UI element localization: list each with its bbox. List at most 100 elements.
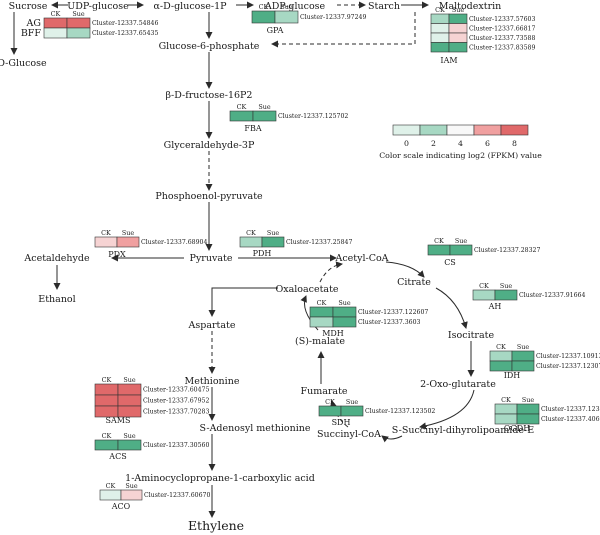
heatmap-header-ck: CK: [317, 299, 327, 307]
heatmap-cell-sue: [449, 244, 473, 256]
legend-tick: 2: [431, 139, 436, 148]
enzyme-name: OGDH: [504, 424, 530, 433]
heatmap-cell-ck: [494, 403, 518, 415]
node-ethylene: Ethylene: [188, 518, 244, 533]
cluster-id: Cluster-12337.3603: [358, 319, 421, 326]
node-acetaldehyde: Acetaldehyde: [23, 253, 90, 264]
heatmap-cell-sue: [448, 32, 468, 43]
heatmap-header-ck: CK: [237, 103, 247, 111]
legend-tick: 8: [512, 139, 517, 148]
node-s-adenosyl-methionine: S-Adenosyl methionine: [200, 423, 311, 434]
legend-swatch: [446, 124, 475, 136]
heatmap-cell-ck: [94, 394, 119, 407]
arrow-starch-g6p: [271, 12, 416, 48]
node-pyruvate: Pyruvate: [190, 253, 233, 264]
heatmap-header-sue: Sue: [123, 432, 135, 440]
node-s-succinyl-dihyrolipoamide-e: S-Succinyl-dihyrolipoamide-E: [392, 425, 534, 436]
heatmap-header-sue: Sue: [125, 482, 137, 490]
heatmap-header-sue: Sue: [280, 3, 292, 11]
heatmap-cell-ck: [472, 289, 496, 301]
cluster-id: Cluster-12337.40691: [541, 416, 600, 423]
node-sucrose: Sucrose: [9, 1, 48, 12]
arrow-oxoglutarate-ssuccinyl: [419, 389, 475, 430]
heatmap-cell-sue: [117, 439, 142, 451]
enzyme-row-label: BFF: [21, 28, 42, 39]
node-phosphoenol-pyruvate: Phosphoenol-pyruvate: [155, 191, 263, 202]
heatmap-cell-ck: [430, 13, 450, 24]
legend-swatch: [392, 124, 421, 136]
heatmap-cell-sue: [516, 403, 540, 415]
arrow-ssuccinyl-succinylcoa: [381, 435, 403, 443]
heatmap-cell-ck: [427, 244, 451, 256]
heatmap-cell-sue: [66, 17, 91, 29]
node-b-d-fructose-16p2: β-D-fructose-16P2: [166, 90, 253, 101]
cluster-id: Cluster-12337.25847: [286, 239, 352, 246]
enzyme-name: PDX: [108, 250, 126, 259]
node-citrate: Citrate: [397, 277, 431, 288]
cluster-id: Cluster-12337.65435: [92, 30, 158, 37]
node-acetyl-coa: Acetyl-CoA: [334, 253, 388, 264]
heatmap-header-ck: CK: [106, 482, 116, 490]
heatmap-header-ck: CK: [434, 237, 444, 245]
cluster-id: Cluster-12337.97249: [300, 14, 366, 21]
heatmap-cell-sue: [448, 23, 468, 34]
legend-swatch: [473, 124, 502, 136]
heatmap-header-sue: Sue: [500, 282, 512, 290]
enzyme-name: MDH: [322, 329, 344, 338]
node-udp-glucose: UDP-glucose: [67, 1, 129, 12]
enzyme-row-label: AG: [26, 18, 41, 29]
heatmap-cell-ck: [430, 23, 450, 34]
heatmap-cell-sue: [448, 42, 468, 53]
heatmap-header-ck: CK: [246, 229, 256, 237]
heatmap-cell-ck: [430, 32, 450, 43]
heatmap-cell-ck: [430, 42, 450, 53]
heatmap-cell-sue: [332, 316, 357, 328]
cluster-id: Cluster-12337.68904: [141, 239, 207, 246]
cluster-id: Cluster-12337.109130: [536, 353, 600, 360]
heatmap-header-sue: Sue: [517, 343, 529, 351]
heatmap-cell-ck: [251, 10, 276, 24]
heatmap-header-sue: Sue: [338, 299, 350, 307]
heatmap-cell-ck: [94, 439, 119, 451]
heatmap-header-sue: Sue: [122, 229, 134, 237]
cluster-id: Cluster-12337.66817: [469, 25, 535, 32]
heatmap-header-ck: CK: [479, 282, 489, 290]
heatmap-cell-ck: [229, 110, 254, 122]
node-a-d-glucose-1p: α-D-glucose-1P: [153, 1, 227, 12]
cluster-id: Cluster-12337.122607: [358, 309, 428, 316]
heatmap-header-ck: CK: [101, 229, 111, 237]
heatmap-cell-ck: [318, 405, 342, 417]
node-glyceraldehyde-3p: Glyceraldehyde-3P: [164, 140, 255, 151]
heatmap-cell-sue: [516, 413, 540, 425]
cluster-id: Cluster-12337.60475: [143, 387, 209, 394]
node-glucose-6-phosphate: Glucose-6-phosphate: [159, 41, 260, 52]
enzyme-name: ACS: [108, 452, 126, 461]
legend-swatch: [500, 124, 529, 136]
cluster-id: Cluster-12337.73588: [469, 35, 535, 42]
heatmap-header-sue: Sue: [258, 103, 270, 111]
pathway-arrows: [10, 1, 475, 518]
heatmap-header-sue: Sue: [72, 10, 84, 18]
enzyme-name: SDH: [332, 418, 351, 427]
cluster-id: Cluster-12337.57603: [469, 16, 535, 23]
cluster-id: Cluster-12337.123502: [365, 408, 435, 415]
node-starch: Starch: [368, 1, 400, 12]
heatmap-cell-ck: [309, 306, 334, 318]
heatmap-cell-sue: [511, 360, 535, 372]
heatmap-header-ck: CK: [51, 10, 61, 18]
heatmap-cell-sue: [274, 10, 299, 24]
heatmap-header-ck: CK: [102, 376, 112, 384]
node-s-malate: (S)-malate: [295, 336, 345, 347]
cluster-id: Cluster-12337.123832: [541, 406, 600, 413]
heatmap-ogdh: CKSueCluster-12337.123832Cluster-12337.4…: [494, 396, 600, 433]
